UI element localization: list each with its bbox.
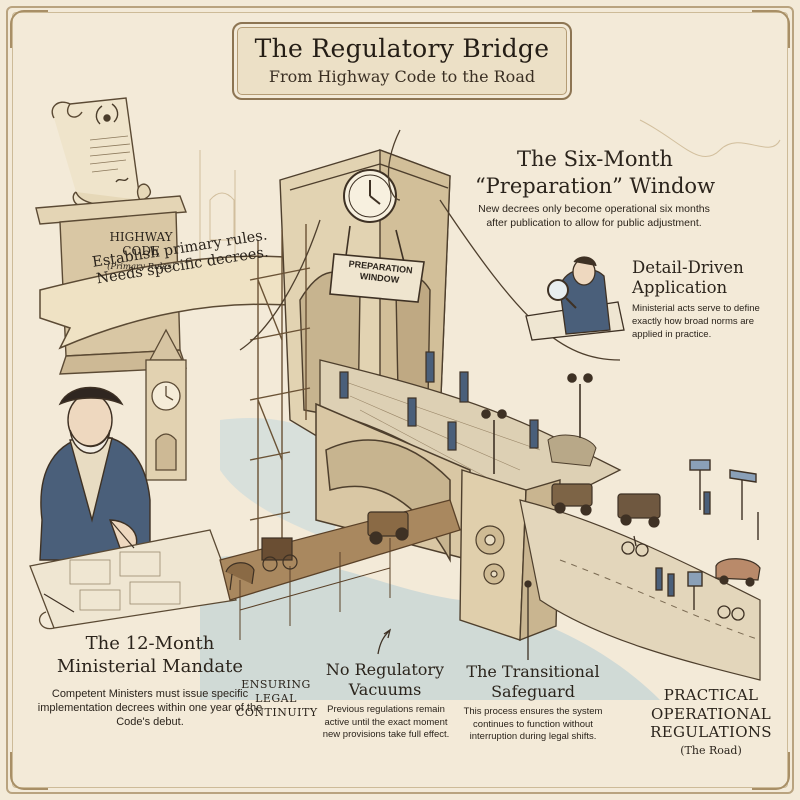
detail-body: Ministerial acts serve to define exactly… xyxy=(632,303,760,340)
six-month-heading: The Six-Month “Preparation” Window xyxy=(470,146,720,200)
blueprint-scroll xyxy=(29,529,237,630)
safeguard-body: This process ensures the system continue… xyxy=(463,706,603,742)
six-month-body: New decrees only become operational six … xyxy=(478,203,710,229)
mandate-heading-line2: Ministerial Mandate xyxy=(56,656,244,677)
lamp-post-icon xyxy=(481,373,593,474)
rubble-pile xyxy=(547,434,597,467)
highway-code-label: HIGHWAY CODE xyxy=(96,230,186,258)
detail-vignette xyxy=(525,256,625,341)
six-month-heading-line2: “Preparation” Window xyxy=(474,174,716,198)
signature xyxy=(115,177,129,183)
road xyxy=(519,499,761,681)
practical-line1: PRACTICAL xyxy=(663,686,759,704)
vacuums-body: Previous regulations remain active until… xyxy=(322,704,450,740)
safeguard-heading-line2: Safeguard xyxy=(491,682,575,701)
practical-line3: REGULATIONS xyxy=(650,723,772,741)
detail-heading: Detail-Driven Application xyxy=(632,258,782,298)
inner-frame xyxy=(12,12,788,788)
ensuring-continuity-label: ENSURING LEGAL CONTINUITY xyxy=(236,678,318,720)
mandate-heading: The 12-Month Ministerial Mandate xyxy=(30,632,270,678)
safeguard-heading-line1: The Transitional xyxy=(466,662,600,681)
corner-ornament xyxy=(10,10,48,48)
minister-figure xyxy=(39,386,151,561)
page-title: The Regulatory Bridge xyxy=(254,34,550,63)
horse-carriage xyxy=(225,537,298,591)
vacuums-heading-line2: Vacuums xyxy=(348,680,422,699)
practical-regulations-heading: PRACTICAL OPERATIONAL REGULATIONS xyxy=(636,686,786,742)
practical-line2: OPERATIONAL xyxy=(650,704,772,723)
preparation-window-sign xyxy=(329,225,425,303)
corner-ornament xyxy=(752,10,790,48)
outer-frame xyxy=(6,6,794,794)
vintage-car xyxy=(367,511,409,545)
ensuring-line1: ENSURING xyxy=(241,678,311,691)
laurel-icon xyxy=(95,103,119,125)
safeguard-heading: The Transitional Safeguard xyxy=(448,662,618,702)
pedestrians xyxy=(621,491,745,621)
road-cars xyxy=(551,483,761,587)
ensuring-line3: CONTINUITY xyxy=(236,706,318,719)
gear-icon xyxy=(475,525,505,585)
vacuums-heading: No Regulatory Vacuums xyxy=(320,660,450,700)
river-water xyxy=(200,555,660,700)
clock-icon xyxy=(343,169,397,223)
quill-icon xyxy=(43,519,135,613)
annotation-arrows xyxy=(377,580,532,660)
detail-heading-line2: Application xyxy=(632,278,728,297)
magnifier-icon xyxy=(547,279,577,309)
mandate-heading-line1: The 12-Month xyxy=(85,633,215,654)
title-plate: The Regulatory Bridge From Highway Code … xyxy=(232,22,572,100)
vacuums-heading-line1: No Regulatory xyxy=(325,660,445,679)
page-subtitle: From Highway Code to the Road xyxy=(268,67,536,86)
road-sign-icon xyxy=(687,459,759,610)
clock-tower xyxy=(145,328,187,481)
corner-ornament xyxy=(10,752,48,790)
ensuring-line2: LEGAL xyxy=(255,692,297,705)
highway-code-sublabel: (Primary Rules) xyxy=(107,262,175,272)
detail-heading-line1: Detail-Driven xyxy=(632,258,744,277)
highway-code-label-line2: CODE xyxy=(122,244,160,258)
corner-ornament xyxy=(752,752,790,790)
highway-code-scroll xyxy=(51,97,151,207)
workers xyxy=(339,351,539,451)
mandate-body: Competent Ministers must issue specific … xyxy=(37,688,263,728)
six-month-heading-line1: The Six-Month xyxy=(517,147,673,171)
practical-regulations-sub: (The Road) xyxy=(680,744,742,757)
highway-code-label-line1: HIGHWAY xyxy=(109,230,173,244)
